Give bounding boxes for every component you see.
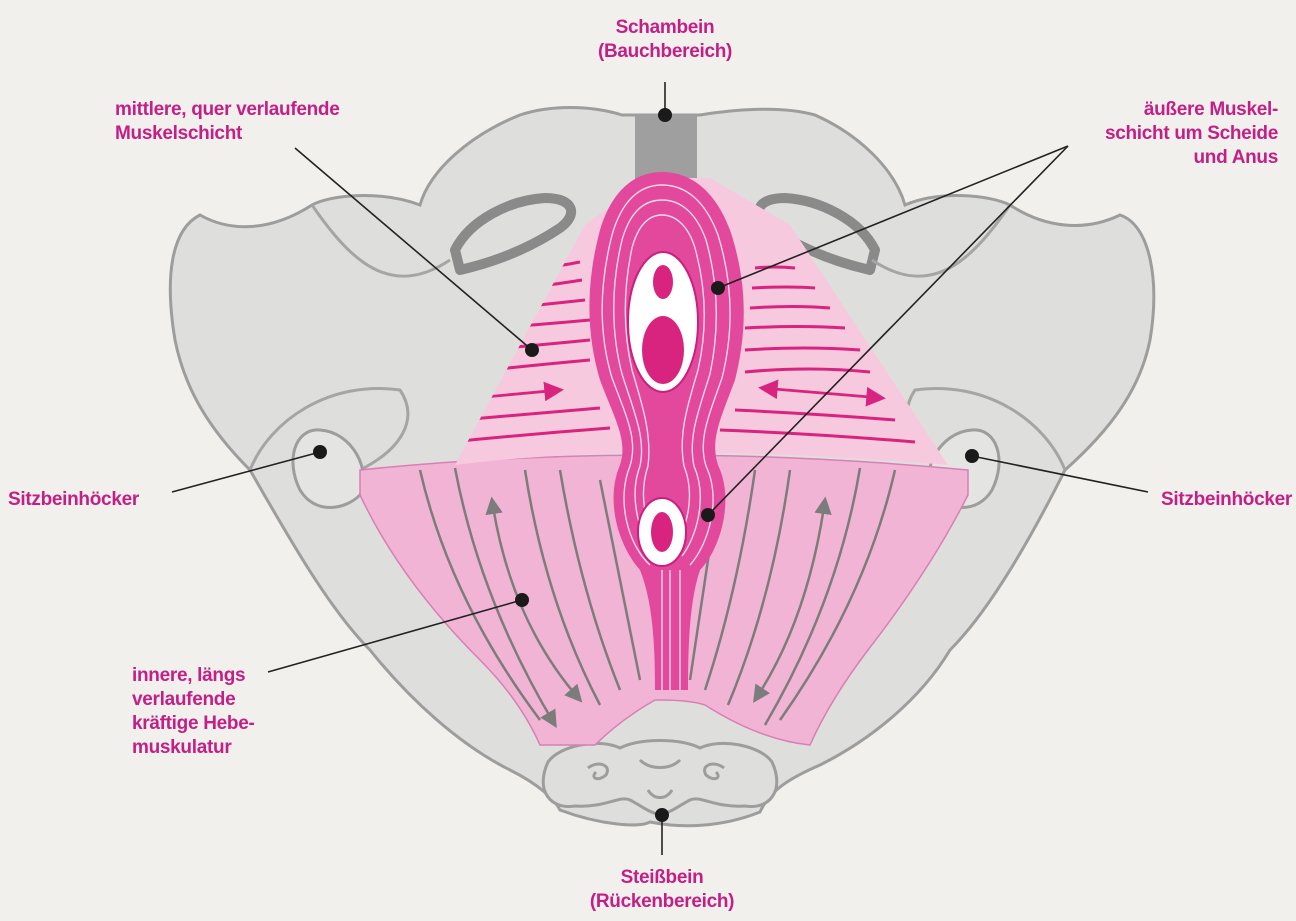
anus <box>651 512 673 552</box>
label-inner-layer-line-1: innere, längs <box>132 664 255 688</box>
dot-inner-layer <box>515 593 529 607</box>
dot-coccyx <box>655 808 669 822</box>
dot-outer-anus <box>701 508 715 522</box>
label-middle-layer: mittlere, quer verlaufende Muskelschicht <box>115 98 340 146</box>
dot-outer-vagina <box>711 281 725 295</box>
dot-ischial-left <box>313 445 327 459</box>
label-coccyx-line-2: (Rückenbereich) <box>562 890 762 914</box>
label-inner-layer: innere, längs verlaufende kräftige Hebe-… <box>132 664 255 760</box>
label-outer-layer: äußere Muskel- schicht um Scheide und An… <box>1105 98 1278 170</box>
label-outer-layer-line-3: und Anus <box>1105 146 1278 170</box>
dot-pubis <box>658 108 672 122</box>
label-middle-layer-line-2: Muskelschicht <box>115 122 340 146</box>
label-outer-layer-line-2: schicht um Scheide <box>1105 122 1278 146</box>
label-inner-layer-line-3: kräftige Hebe- <box>132 712 255 736</box>
label-ischial-left: Sitzbeinhöcker <box>8 488 139 512</box>
vaginal-canal <box>642 316 684 384</box>
label-coccyx: Steißbein (Rückenbereich) <box>562 866 762 914</box>
label-ischial-right-line-1: Sitzbeinhöcker <box>1161 488 1292 512</box>
label-ischial-right: Sitzbeinhöcker <box>1161 488 1292 512</box>
label-coccyx-line-1: Steißbein <box>562 866 762 890</box>
label-pubis: Schambein (Bauchbereich) <box>565 16 765 64</box>
dot-ischial-right <box>965 449 979 463</box>
urethra <box>653 265 673 299</box>
coccyx-bone <box>543 741 777 816</box>
label-inner-layer-line-4: muskulatur <box>132 736 255 760</box>
label-outer-layer-line-1: äußere Muskel- <box>1105 98 1278 122</box>
dot-middle-layer <box>525 343 539 357</box>
label-pubis-line-2: (Bauchbereich) <box>565 40 765 64</box>
label-middle-layer-line-1: mittlere, quer verlaufende <box>115 98 340 122</box>
label-pubis-line-1: Schambein <box>565 16 765 40</box>
label-ischial-left-line-1: Sitzbeinhöcker <box>8 488 139 512</box>
label-inner-layer-line-2: verlaufende <box>132 688 255 712</box>
